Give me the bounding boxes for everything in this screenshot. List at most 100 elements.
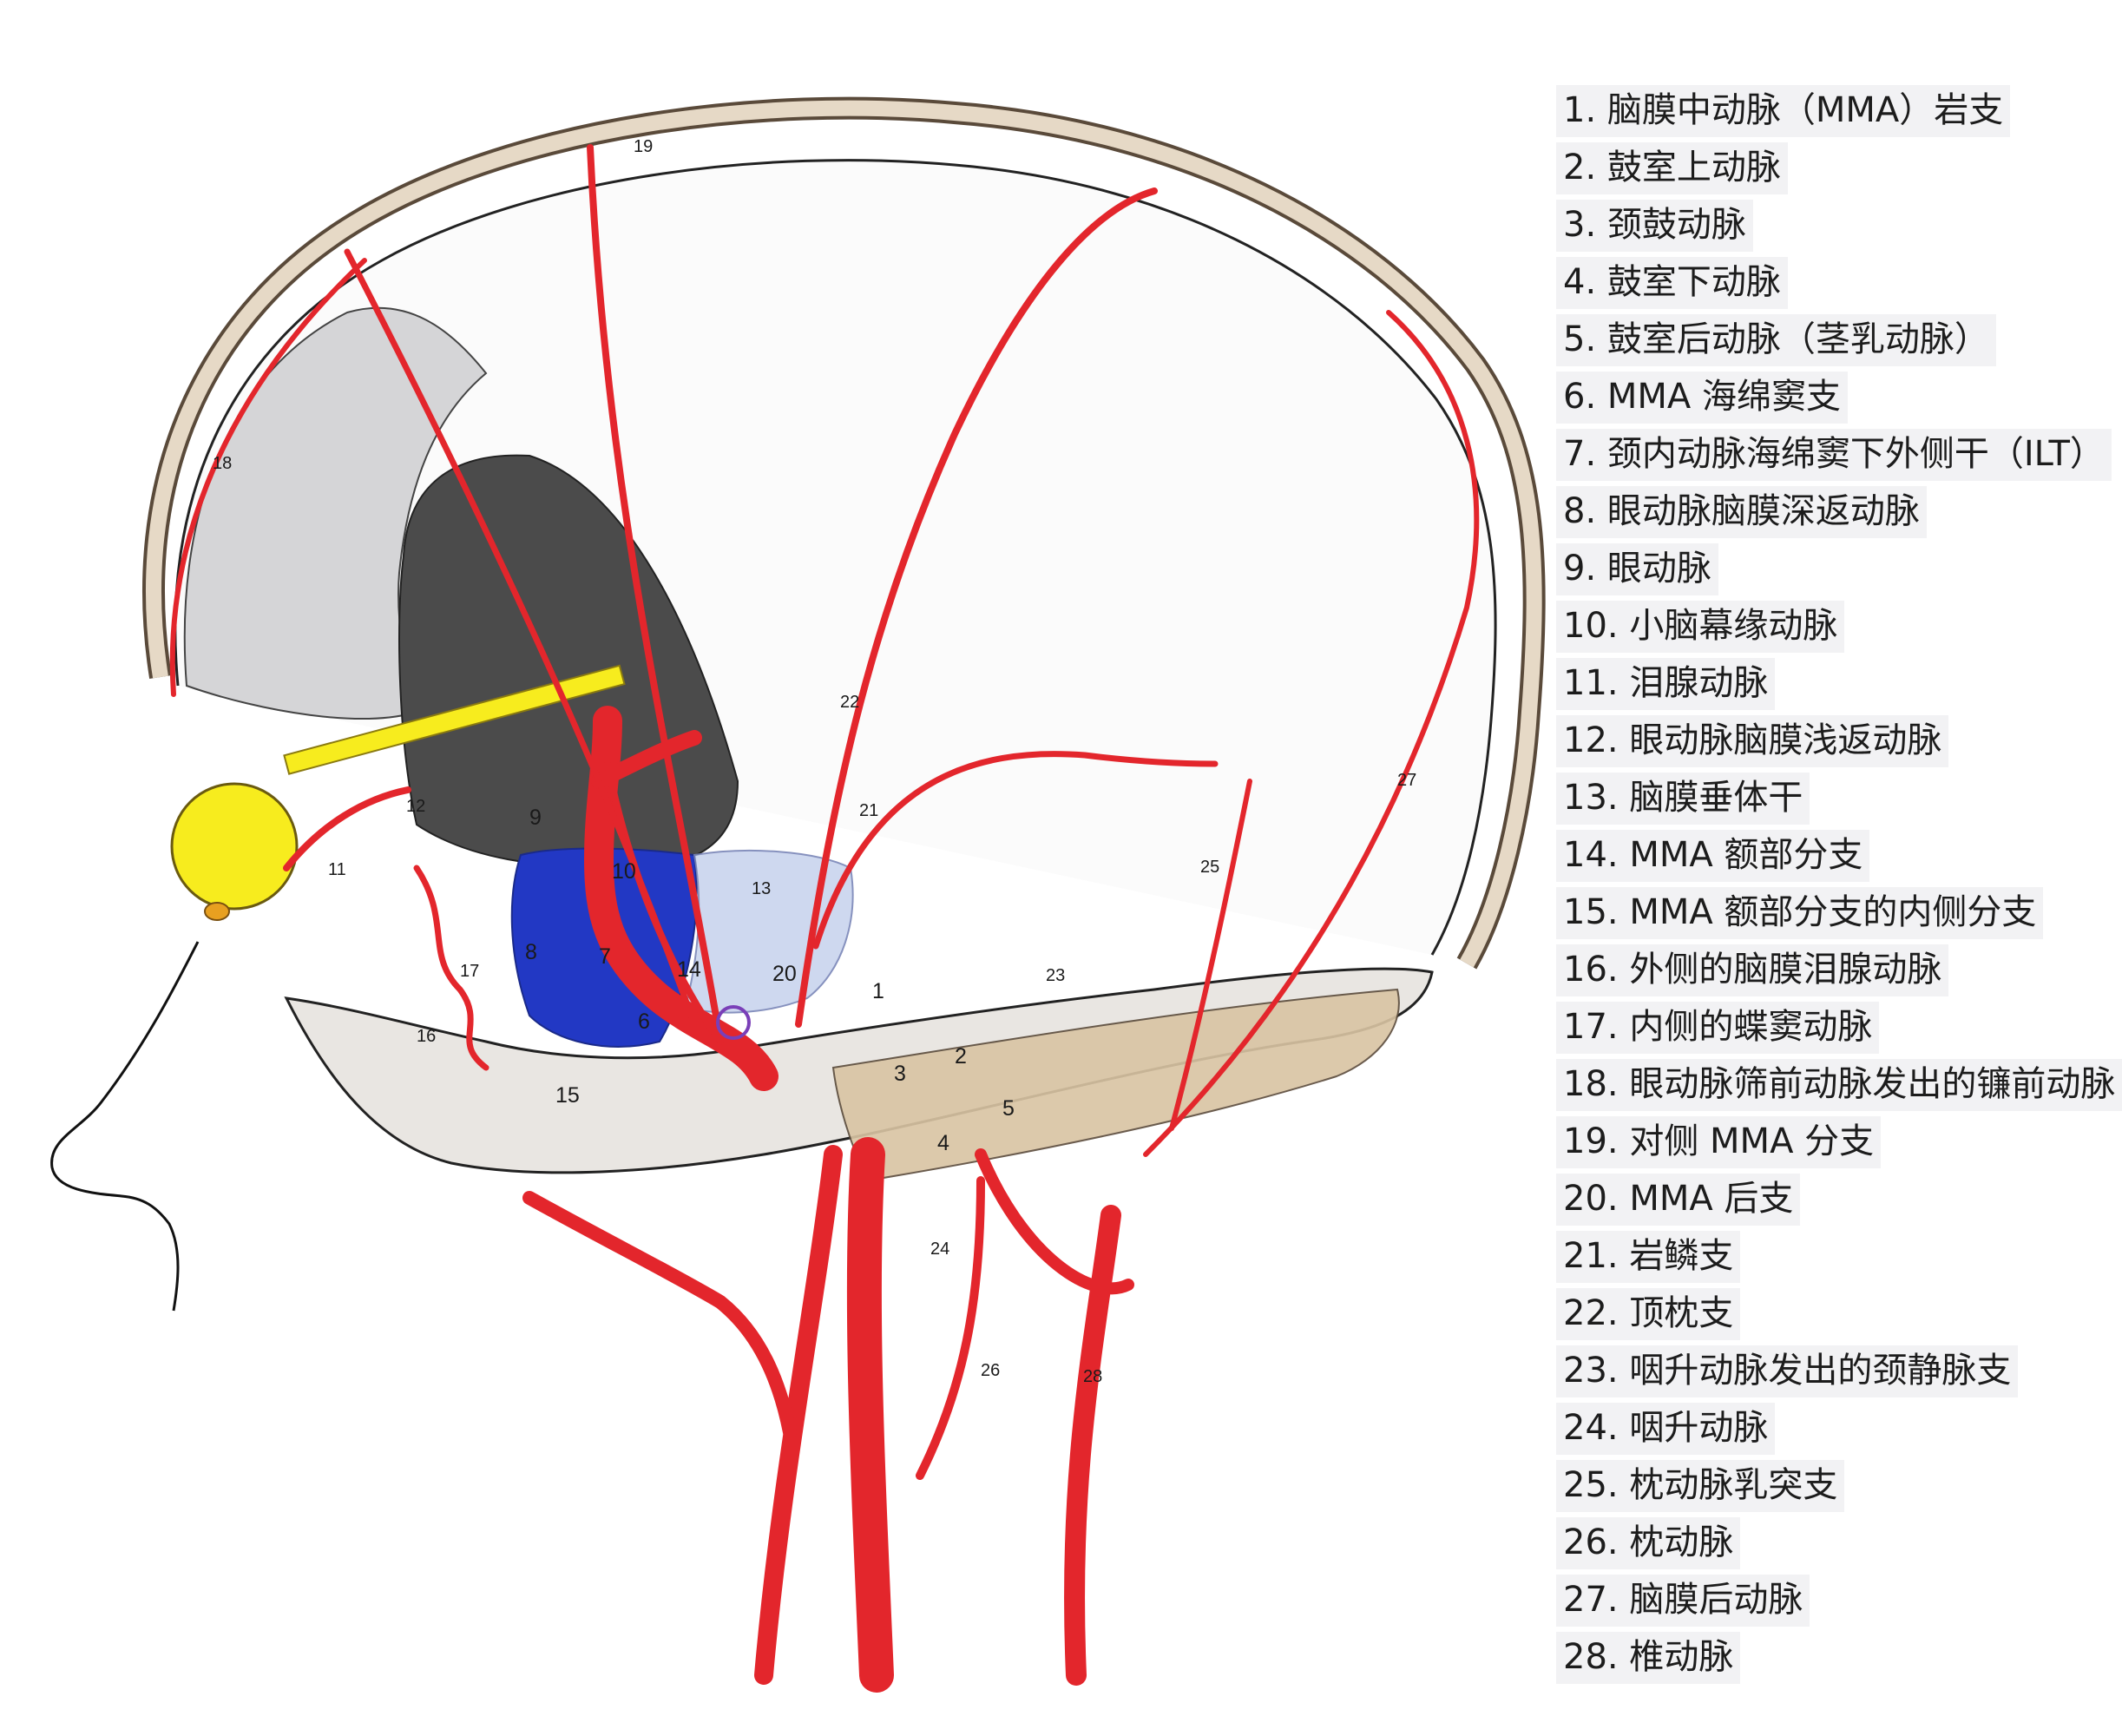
label-20: 20 <box>772 962 797 986</box>
legend-item: 13. 脑膜垂体干 <box>1556 773 2077 830</box>
label-8: 8 <box>525 940 537 964</box>
legend-item-text: 25. 枕动脉乳突支 <box>1556 1460 1845 1512</box>
legend-item-text: 2. 鼓室上动脉 <box>1556 142 1788 194</box>
artery-group <box>169 144 1480 1693</box>
legend-item-text: 22. 顶枕支 <box>1556 1288 1741 1340</box>
legend-item-text: 7. 颈内动脉海绵窦下外侧干（ILT） <box>1556 429 2112 481</box>
legend-item-text: 4. 鼓室下动脉 <box>1556 257 1788 309</box>
anatomy-illustration: 1 2 3 4 5 6 7 8 9 10 11 12 13 14 15 16 1… <box>50 96 1546 1693</box>
legend-item-text: 5. 鼓室后动脉（茎乳动脉） <box>1556 314 1996 366</box>
legend-item: 8. 眼动脉脑膜深返动脉 <box>1556 486 2077 543</box>
eye-globe <box>170 782 299 911</box>
label-22: 22 <box>840 693 859 712</box>
label-1: 1 <box>872 979 884 1003</box>
legend-item: 27. 脑膜后动脉 <box>1556 1575 2077 1632</box>
label-2: 2 <box>955 1044 967 1069</box>
legend-item-text: 18. 眼动脉筛前动脉发出的镰前动脉 <box>1556 1059 2122 1111</box>
dura-inner-outline <box>174 159 1497 956</box>
label-7: 7 <box>599 944 611 969</box>
legend-item-text: 14. MMA 额部分支 <box>1556 830 1870 882</box>
legend-item: 4. 鼓室下动脉 <box>1556 257 2077 314</box>
legend-item: 20. MMA 后支 <box>1556 1174 2077 1231</box>
legend-item: 28. 椎动脉 <box>1556 1632 2077 1689</box>
legend-item: 9. 眼动脉 <box>1556 543 2077 601</box>
legend-item-text: 28. 椎动脉 <box>1556 1632 1741 1684</box>
lacrimal <box>283 786 411 871</box>
legend-item: 26. 枕动脉 <box>1556 1517 2077 1575</box>
legend-item-text: 12. 眼动脉脑膜浅返动脉 <box>1556 715 1949 767</box>
purple-marker <box>716 1005 751 1040</box>
mma-anterior <box>344 248 698 1028</box>
legend-item-text: 24. 咽升动脉 <box>1556 1403 1776 1455</box>
external-carotid <box>754 1145 843 1685</box>
label-21: 21 <box>859 801 878 820</box>
label-24: 24 <box>930 1240 949 1259</box>
label-15: 15 <box>555 1083 580 1108</box>
label-17: 17 <box>460 962 479 981</box>
legend-item-text: 10. 小脑幕缘动脉 <box>1556 601 1845 653</box>
legend-item: 21. 岩鳞支 <box>1556 1231 2077 1288</box>
legend-item-text: 21. 岩鳞支 <box>1556 1231 1741 1283</box>
vertebral-artery <box>1064 1205 1121 1686</box>
label-23: 23 <box>1046 966 1065 985</box>
legend-item: 11. 泪腺动脉 <box>1556 658 2077 715</box>
label-13: 13 <box>752 879 771 898</box>
mma-frontal <box>587 144 724 1045</box>
legend-item: 5. 鼓室后动脉（茎乳动脉） <box>1556 314 2077 372</box>
legend-item: 24. 咽升动脉 <box>1556 1403 2077 1460</box>
legend-item-text: 23. 咽升动脉发出的颈静脉支 <box>1556 1345 2019 1397</box>
label-5: 5 <box>1002 1096 1015 1121</box>
legend-item-text: 1. 脑膜中动脉（MMA）岩支 <box>1556 85 2011 137</box>
legend-item: 19. 对侧 MMA 分支 <box>1556 1116 2077 1174</box>
legend-item: 17. 内侧的蝶窦动脉 <box>1556 1002 2077 1059</box>
legend-item: 1. 脑膜中动脉（MMA）岩支 <box>1556 85 2077 142</box>
label-28: 28 <box>1083 1367 1102 1386</box>
legend-item-text: 6. MMA 海绵窦支 <box>1556 372 1848 424</box>
legend-list: 1. 脑膜中动脉（MMA）岩支 2. 鼓室上动脉 3. 颈鼓动脉 4. 鼓室下动… <box>1556 85 2122 1689</box>
label-19: 19 <box>634 137 653 156</box>
common-carotid <box>846 1137 894 1693</box>
label-26: 26 <box>981 1361 1000 1380</box>
label-16: 16 <box>417 1027 436 1046</box>
legend-item: 16. 外侧的脑膜泪腺动脉 <box>1556 944 2077 1002</box>
legend-item: 25. 枕动脉乳突支 <box>1556 1460 2077 1517</box>
legend-item: 6. MMA 海绵窦支 <box>1556 372 2077 429</box>
legend-item-text: 26. 枕动脉 <box>1556 1517 1741 1569</box>
label-9: 9 <box>529 806 542 830</box>
face-profile-outline <box>50 941 200 1312</box>
legend-item: 2. 鼓室上动脉 <box>1556 142 2077 200</box>
label-10: 10 <box>612 859 636 884</box>
label-25: 25 <box>1200 858 1219 877</box>
optic-nerve <box>283 664 626 775</box>
legend-item-text: 11. 泪腺动脉 <box>1556 658 1776 710</box>
occipital-artery <box>975 1148 1134 1295</box>
legend-item: 23. 咽升动脉发出的颈静脉支 <box>1556 1345 2077 1403</box>
legend-item-text: 3. 颈鼓动脉 <box>1556 200 1753 252</box>
mma-parieto-occipital <box>795 187 1158 1028</box>
falx-anterior <box>169 258 367 697</box>
legend-item-text: 17. 内侧的蝶窦动脉 <box>1556 1002 1880 1054</box>
mastoid-branch <box>1169 779 1252 1131</box>
legend-item-text: 8. 眼动脉脑膜深返动脉 <box>1556 486 1927 538</box>
eye-lens <box>204 902 230 921</box>
legend-item-text: 16. 外侧的脑膜泪腺动脉 <box>1556 944 1949 996</box>
label-14: 14 <box>677 957 701 982</box>
legend-item-text: 13. 脑膜垂体干 <box>1556 773 1810 825</box>
skull-rim <box>145 100 1542 968</box>
legend-item: 22. 顶枕支 <box>1556 1288 2077 1345</box>
posterior-meningeal <box>1143 310 1480 1157</box>
label-18: 18 <box>213 454 232 473</box>
legend-item-text: 27. 脑膜后动脉 <box>1556 1575 1810 1627</box>
legend-item: 14. MMA 额部分支 <box>1556 830 2077 887</box>
dark-fossa-region <box>398 454 739 870</box>
label-6: 6 <box>638 1009 650 1034</box>
legend-item: 7. 颈内动脉海绵窦下外侧干（ILT） <box>1556 429 2112 486</box>
cavernous-sinus-light <box>684 850 854 1014</box>
facial-branch <box>522 1191 797 1439</box>
legend-item: 10. 小脑幕缘动脉 <box>1556 601 2077 658</box>
ascending-pharyngeal <box>916 1176 985 1480</box>
legend-item: 3. 颈鼓动脉 <box>1556 200 2077 257</box>
label-12: 12 <box>406 797 425 816</box>
label-27: 27 <box>1397 771 1416 790</box>
petrosquamous <box>812 751 1219 950</box>
